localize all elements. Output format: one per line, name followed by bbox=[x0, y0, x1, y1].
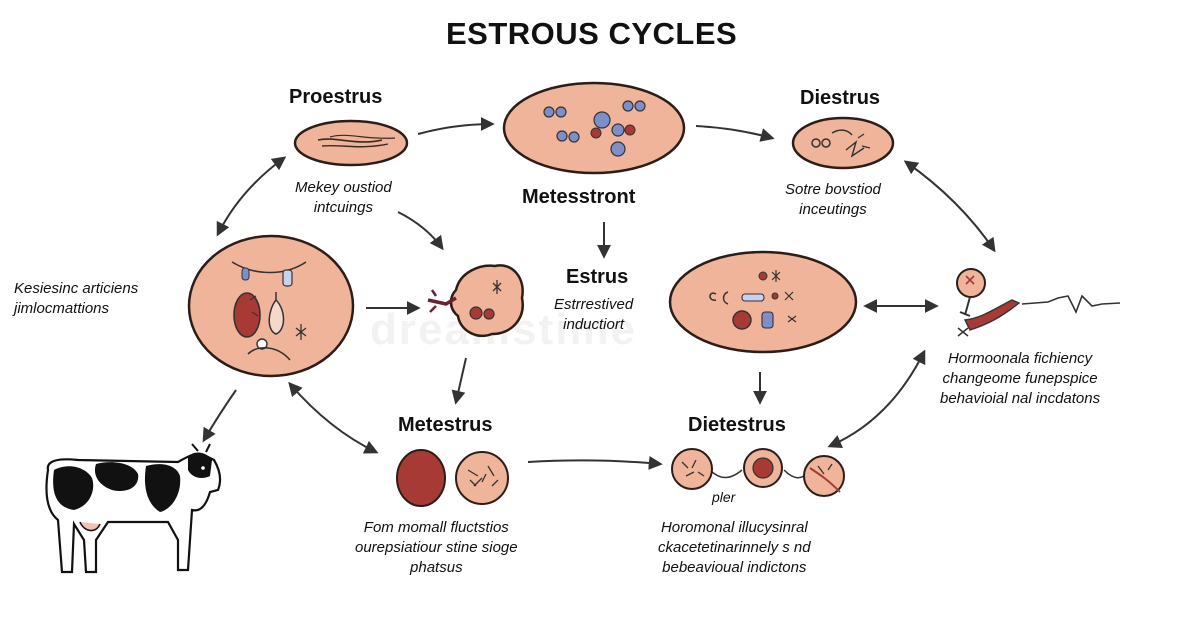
diagram-title: ESTROUS CYCLES bbox=[446, 16, 738, 51]
left-large-cell bbox=[187, 234, 355, 378]
arrow-diestrus-to-right bbox=[903, 160, 996, 253]
label-estrus: Estrus bbox=[566, 266, 629, 288]
arrow-proestrus-to-top bbox=[417, 117, 495, 135]
hormone-signal-graphic bbox=[956, 268, 1121, 337]
label-metestrus: Metestrus bbox=[398, 414, 493, 436]
arrow-right-to-dietestrus bbox=[827, 349, 926, 448]
top-center-cell bbox=[502, 81, 686, 175]
arrow-metestrus-to-dietestrus bbox=[527, 455, 663, 470]
caption-dietestrus: Horomonal illucysinral ckacetetinarinnel… bbox=[658, 519, 811, 576]
arrow-left-to-metestrus bbox=[288, 381, 379, 454]
arrow-top-to-diestrus bbox=[695, 125, 775, 142]
label-dietestrus: Dietestrus bbox=[688, 414, 786, 436]
label-proestrus: Proestrus bbox=[289, 86, 383, 108]
diestrus-cell bbox=[791, 116, 895, 170]
cow-illustration bbox=[45, 443, 222, 574]
caption-proestrus: Mekey oustiod intcuings bbox=[295, 179, 392, 216]
proestrus-cell bbox=[293, 119, 409, 167]
right-large-cell bbox=[668, 250, 858, 354]
arrow-proestrus-to-left bbox=[216, 156, 287, 237]
caption-diestrus: Sotre bovstiod inceutings bbox=[785, 181, 881, 218]
label-diestrus-top: Diestrus bbox=[800, 87, 881, 109]
label-pler: pler bbox=[712, 489, 736, 505]
caption-right: Hormoonala fichiency changeome funepspic… bbox=[940, 350, 1101, 407]
arrow-estrus-to-metestrus bbox=[451, 357, 467, 405]
arrows bbox=[202, 117, 996, 470]
caption-metestrus: Fom momall fluctstios ourepsiatiour stin… bbox=[355, 519, 518, 576]
dietestrus-cells bbox=[671, 448, 845, 497]
arrow-left-to-cow bbox=[202, 389, 237, 443]
metestrus-cells bbox=[396, 449, 509, 507]
caption-estrus: Estrrestived inductiort bbox=[554, 296, 634, 333]
estrus-cell bbox=[427, 264, 524, 337]
arrow-proestrus-to-estrus bbox=[397, 211, 444, 251]
label-metesstront: Metesstront bbox=[522, 186, 636, 208]
caption-left: Kesiesinc articiens jimlocmattions bbox=[14, 280, 139, 317]
